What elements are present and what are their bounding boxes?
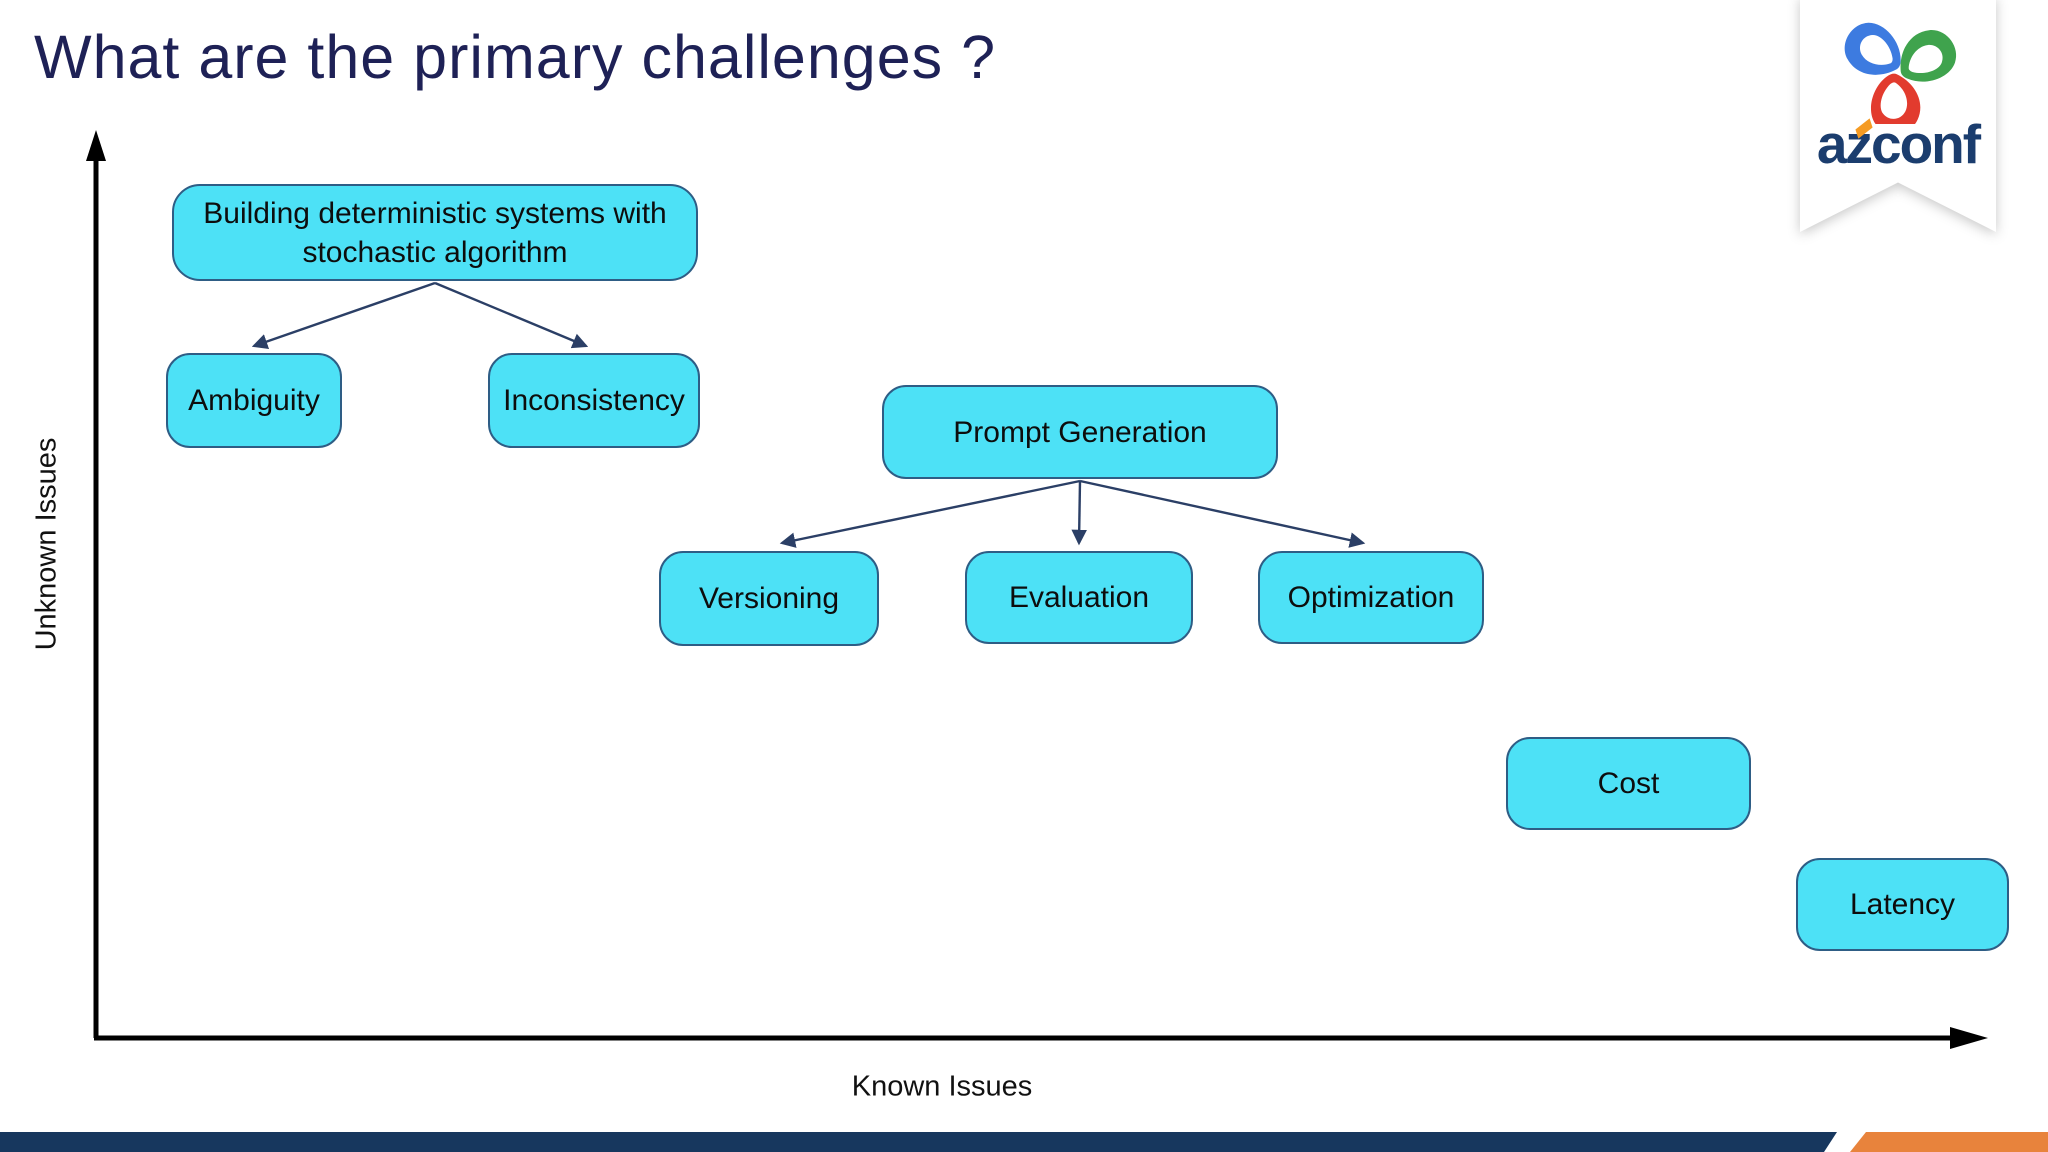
axes <box>86 130 1988 1049</box>
y-axis-label: Unknown Issues <box>30 437 63 651</box>
node-evaluation-label: Evaluation <box>1008 581 1150 614</box>
node-cost: Cost <box>1506 737 1751 830</box>
node-inconsistency-label: Inconsistency <box>503 384 685 417</box>
x-axis-arrowhead-icon <box>1950 1027 1988 1049</box>
slide-title: What are the primary challenges ? <box>34 23 996 91</box>
edge-prompt-optimization <box>1079 479 1366 548</box>
node-evaluation: Evaluation <box>965 551 1193 644</box>
node-optimization-label: Optimization <box>1287 581 1455 614</box>
azconf-wordmark: azconf <box>1816 113 1981 175</box>
node-latency-label: Latency <box>1849 888 1956 921</box>
node-versioning: Versioning <box>659 551 879 646</box>
logo-banner-ribbon: azconf <box>1800 0 1996 232</box>
node-ambiguity: Ambiguity <box>166 353 342 448</box>
logo-banner: azconf <box>1800 0 1996 232</box>
y-axis-arrowhead-icon <box>86 130 106 161</box>
edge-building-inconsistency <box>434 281 589 349</box>
edge-building-ambiguity <box>251 281 436 350</box>
node-latency: Latency <box>1796 858 2009 951</box>
node-prompt-generation-label: Prompt Generation <box>953 415 1207 449</box>
footer-bar-navy <box>0 1132 1837 1152</box>
node-prompt-generation: Prompt Generation <box>882 385 1278 479</box>
node-cost-label: Cost <box>1597 767 1660 800</box>
node-building-label: Building deterministic systems with stoc… <box>203 196 667 269</box>
node-ambiguity-label: Ambiguity <box>188 384 320 417</box>
x-axis-label: Known Issues <box>851 1070 1033 1103</box>
azconf-pinwheel-icon <box>1844 22 1957 124</box>
node-versioning-label: Versioning <box>698 582 840 615</box>
footer-bar-orange <box>1850 1132 2048 1152</box>
node-inconsistency: Inconsistency <box>488 353 700 448</box>
node-building: Building deterministic systems with stoc… <box>172 184 698 281</box>
edges <box>251 281 1366 548</box>
edge-prompt-versioning <box>779 479 1081 548</box>
node-optimization: Optimization <box>1258 551 1484 644</box>
edge-prompt-evaluation <box>1071 480 1088 546</box>
